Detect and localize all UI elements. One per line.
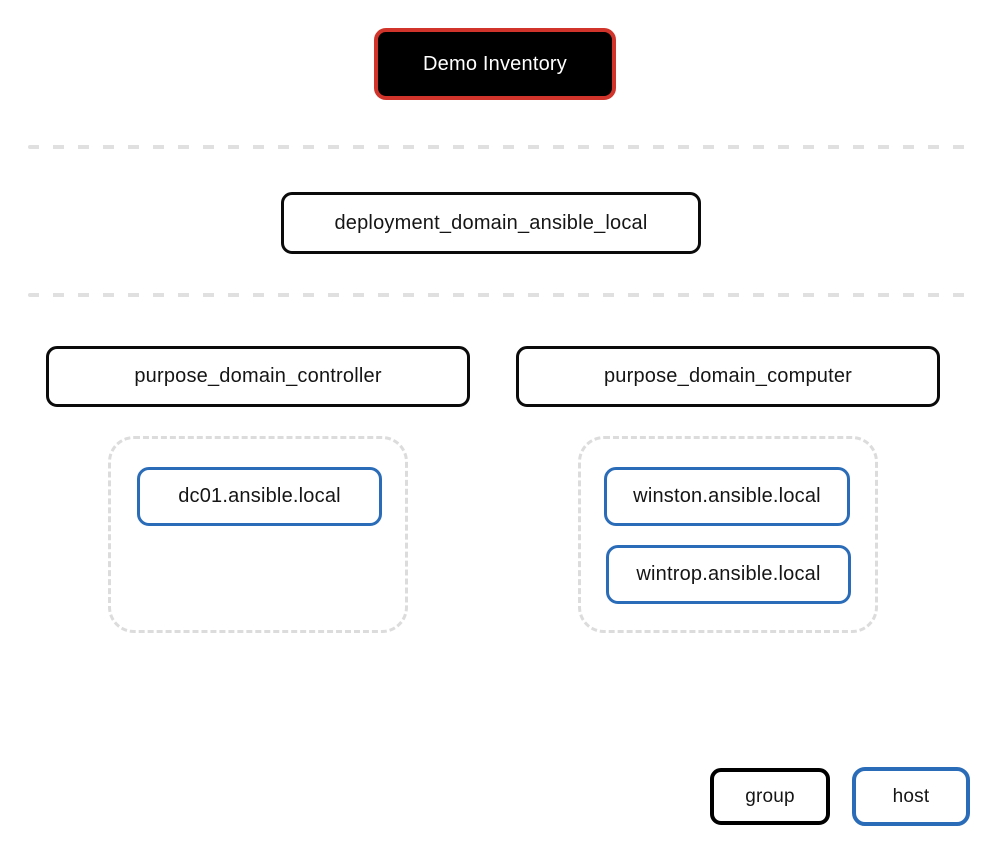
node-host-winston: winston.ansible.local xyxy=(604,467,850,526)
node-host-wintrop-label: wintrop.ansible.local xyxy=(636,563,821,585)
node-computer-label: purpose_domain_computer xyxy=(603,365,853,387)
host-container-computer: winston.ansible.local wintrop.ansible.lo… xyxy=(578,436,878,633)
node-host-dc01: dc01.ansible.local xyxy=(137,467,382,526)
node-demo-inventory: Demo Inventory xyxy=(374,28,616,100)
legend-host-swatch: host xyxy=(852,767,970,826)
node-host-dc01-label: dc01.ansible.local xyxy=(178,485,341,507)
node-demo-inventory-label: Demo Inventory xyxy=(423,52,567,75)
node-host-winston-label: winston.ansible.local xyxy=(633,485,821,507)
legend-group-label: group xyxy=(745,785,795,807)
host-container-controller: dc01.ansible.local xyxy=(108,436,408,633)
node-host-wintrop: wintrop.ansible.local xyxy=(606,545,851,604)
node-purpose-domain-computer: purpose_domain_computer xyxy=(516,346,940,407)
level-divider-top xyxy=(28,145,975,149)
node-deployment-label: deployment_domain_ansible_local xyxy=(334,211,648,234)
node-purpose-domain-controller: purpose_domain_controller xyxy=(46,346,470,407)
node-deployment-domain-ansible-local: deployment_domain_ansible_local xyxy=(281,192,701,254)
legend-group-swatch: group xyxy=(710,768,830,825)
node-controller-label: purpose_domain_controller xyxy=(134,365,382,387)
level-divider-bottom xyxy=(28,293,975,297)
legend-host-label: host xyxy=(892,785,930,807)
